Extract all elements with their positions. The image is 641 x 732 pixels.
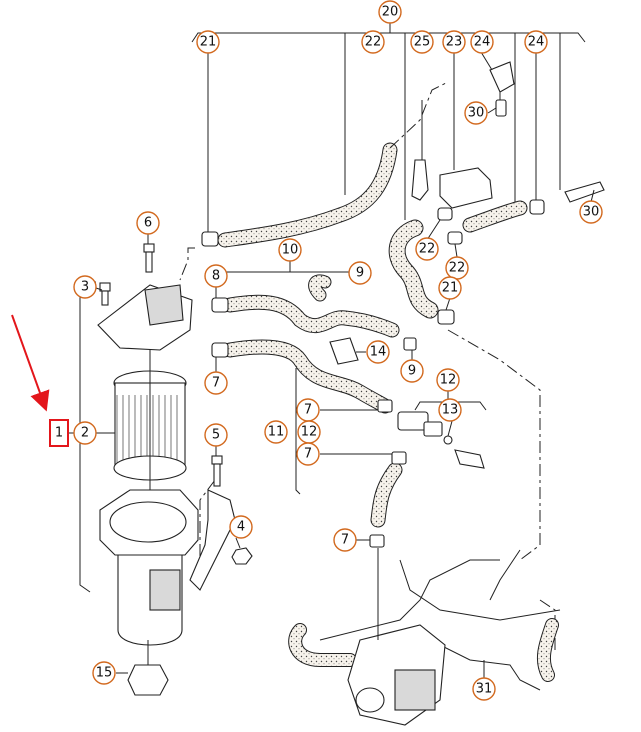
svg-text:10: 10 xyxy=(282,243,299,258)
svg-text:5: 5 xyxy=(212,428,220,443)
svg-text:30: 30 xyxy=(583,205,600,220)
svg-text:6: 6 xyxy=(144,216,152,231)
callout-7-left[interactable]: 7 xyxy=(204,371,228,395)
callout-13[interactable]: 13 xyxy=(438,398,462,422)
callout-4[interactable]: 4 xyxy=(229,515,253,539)
callout-24-right[interactable]: 24 xyxy=(524,30,548,54)
svg-text:24: 24 xyxy=(474,35,491,50)
callout-15[interactable]: 15 xyxy=(92,661,116,685)
svg-text:21: 21 xyxy=(442,281,459,296)
fuel-filter-assembly xyxy=(79,281,236,696)
svg-text:22: 22 xyxy=(365,35,382,50)
svg-text:7: 7 xyxy=(304,447,312,462)
callout-20[interactable]: 20 xyxy=(378,0,402,24)
svg-text:30: 30 xyxy=(468,106,485,121)
callout-21-mid[interactable]: 21 xyxy=(438,276,462,300)
callout-9-upper[interactable]: 9 xyxy=(348,261,372,285)
middle-hoses xyxy=(211,274,485,548)
svg-text:13: 13 xyxy=(442,403,459,418)
return-lines xyxy=(179,81,556,650)
top-bracket xyxy=(191,20,586,235)
highlight-box xyxy=(49,419,69,447)
svg-text:23: 23 xyxy=(446,35,463,50)
svg-text:22: 22 xyxy=(419,242,436,257)
callout-6[interactable]: 6 xyxy=(136,211,160,235)
svg-text:7: 7 xyxy=(304,403,312,418)
annotation-arrow xyxy=(11,314,50,412)
callouts: 2 20 21 22 25 23 24 24 30 30 6 22 22 10 … xyxy=(73,0,603,701)
callout-22-mid-right[interactable]: 22 xyxy=(445,256,469,280)
callout-21-top[interactable]: 21 xyxy=(196,30,220,54)
callout-3[interactable]: 3 xyxy=(73,275,97,299)
callout-22-top[interactable]: 22 xyxy=(361,30,385,54)
callout-23[interactable]: 23 xyxy=(442,30,466,54)
svg-text:4: 4 xyxy=(237,520,245,535)
callout-30-upper[interactable]: 30 xyxy=(464,101,488,125)
callout-25[interactable]: 25 xyxy=(410,30,434,54)
callout-10[interactable]: 10 xyxy=(278,238,302,262)
svg-text:8: 8 xyxy=(212,269,220,284)
svg-text:3: 3 xyxy=(81,280,89,295)
callout-7-bottom[interactable]: 7 xyxy=(333,528,357,552)
upper-hoses xyxy=(201,61,605,325)
svg-text:2: 2 xyxy=(81,426,89,441)
svg-text:15: 15 xyxy=(96,666,113,681)
callout-7-upper-mid[interactable]: 7 xyxy=(296,398,320,422)
svg-text:22: 22 xyxy=(449,261,466,276)
callout-11[interactable]: 11 xyxy=(264,420,288,444)
svg-text:20: 20 xyxy=(382,5,399,20)
svg-text:12: 12 xyxy=(301,425,318,440)
svg-text:21: 21 xyxy=(200,35,217,50)
screws xyxy=(99,243,253,565)
callout-7-lower-mid[interactable]: 7 xyxy=(296,442,320,466)
callout-12-lower[interactable]: 12 xyxy=(297,420,321,444)
svg-text:11: 11 xyxy=(268,425,285,440)
svg-text:7: 7 xyxy=(341,533,349,548)
pump-assembly xyxy=(288,548,561,726)
svg-text:24: 24 xyxy=(528,35,545,50)
svg-text:25: 25 xyxy=(414,35,431,50)
callout-24-left[interactable]: 24 xyxy=(470,30,494,54)
svg-text:9: 9 xyxy=(408,364,416,379)
svg-text:9: 9 xyxy=(356,266,364,281)
svg-text:7: 7 xyxy=(212,376,220,391)
callout-22-mid-left[interactable]: 22 xyxy=(415,237,439,261)
callout-5[interactable]: 5 xyxy=(204,423,228,447)
callout-2[interactable]: 2 xyxy=(73,421,97,445)
callout-12-upper[interactable]: 12 xyxy=(436,368,460,392)
callout-14[interactable]: 14 xyxy=(366,340,390,364)
label-1: 1 xyxy=(55,426,63,441)
svg-text:12: 12 xyxy=(440,373,457,388)
callout-31[interactable]: 31 xyxy=(472,677,496,701)
leader-lines xyxy=(68,51,595,674)
callout-30-right[interactable]: 30 xyxy=(579,200,603,224)
svg-text:31: 31 xyxy=(476,682,493,697)
callout-9-lower[interactable]: 9 xyxy=(400,359,424,383)
svg-text:14: 14 xyxy=(370,345,387,360)
callout-8[interactable]: 8 xyxy=(204,264,228,288)
